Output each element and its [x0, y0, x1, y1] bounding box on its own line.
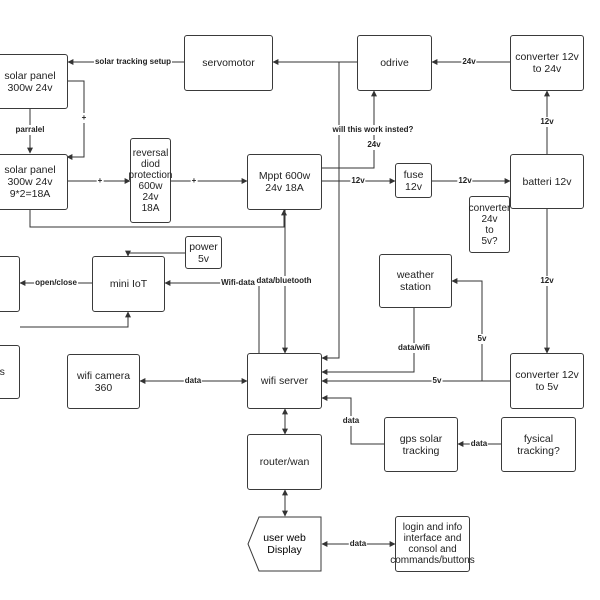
left-cut-node: d [0, 256, 20, 312]
edge-converter5-weather [451, 278, 510, 382]
router-wan-node: router/wan [247, 434, 322, 490]
label-5v-server: 5v [431, 376, 443, 386]
fuse-node: fuse 12v [395, 163, 432, 198]
edge-odrive-server [321, 61, 357, 361]
edge-left-iot-bottom [20, 311, 131, 328]
converter-note-node: converter 24v to 5v? [469, 196, 510, 253]
batteri-node: batteri 12v [510, 154, 584, 209]
reversal-diode-node: reversal diod protection 600w 24v 18A [129, 138, 172, 223]
odrive-node: odrive [357, 35, 432, 91]
solar-panel-b: solar panel 300w 24v 9*2=18A [0, 154, 68, 210]
gps-solar-node: gps solar tracking [384, 417, 458, 472]
label-24v-converter-odrive: 24v [461, 57, 477, 67]
label-wifi-data: Wifi-data [220, 278, 256, 288]
converter-12v-5v-node: converter 12v to 5v [510, 353, 584, 409]
wifi-server-node: wifi server [247, 353, 322, 409]
label-data-camera: data [183, 376, 203, 386]
label-plus-diode-in: + [96, 176, 104, 186]
user-web-shape [247, 516, 322, 572]
label-parralel: parralel [14, 125, 46, 135]
solar-panel-a: solar panel 300w 24v [0, 54, 68, 109]
label-plus-a: + [80, 113, 88, 123]
label-12v-fuse-batteri: 12v [457, 176, 473, 186]
label-data-login: data [348, 539, 368, 549]
wifi-camera-node: wifi camera 360 [67, 354, 140, 409]
label-plus-diode-out: + [190, 176, 198, 186]
label-12v-batteri-down: 12v [539, 276, 555, 286]
label-will-this-work: will this work insted? [331, 125, 415, 135]
converter-12v-24v-node: converter 12v to 24v [510, 35, 584, 91]
power-5v-node: power 5v [185, 236, 222, 269]
sensors-cut-node: sors [0, 345, 20, 399]
servomotor-node: servomotor [184, 35, 273, 91]
label-data-bluetooth: data/bluetooth [255, 276, 313, 286]
user-web-node: user web Display [247, 516, 322, 572]
label-12v-batteri-up: 12v [539, 117, 555, 127]
label-data-gps: data [341, 416, 361, 426]
user-web-label: user web Display [263, 532, 306, 556]
label-solar-tracking-setup: solar tracking setup [93, 57, 173, 67]
mppt-node: Mppt 600w 24v 18A [247, 154, 322, 210]
label-open-close: open/close [34, 278, 78, 288]
label-24v-mppt-odrive: 24v [366, 140, 382, 150]
label-data-wifi: data/wifi [396, 343, 432, 353]
label-data-fysical: data [469, 439, 489, 449]
weather-station-node: weather station [379, 254, 452, 308]
label-12v-mppt-fuse: 12v [350, 176, 366, 186]
edge-weather-server [321, 308, 415, 375]
mini-iot-node: mini IoT [92, 256, 165, 312]
fysical-tracking-node: fysical tracking? [501, 417, 576, 472]
edge-server-iot [164, 280, 260, 353]
edge-power-iot [125, 250, 185, 257]
label-5v-up: 5v [476, 334, 488, 344]
login-interface-node: login and info interface and consol and … [390, 516, 475, 572]
edge-solar-mppt-bottom [29, 209, 287, 228]
